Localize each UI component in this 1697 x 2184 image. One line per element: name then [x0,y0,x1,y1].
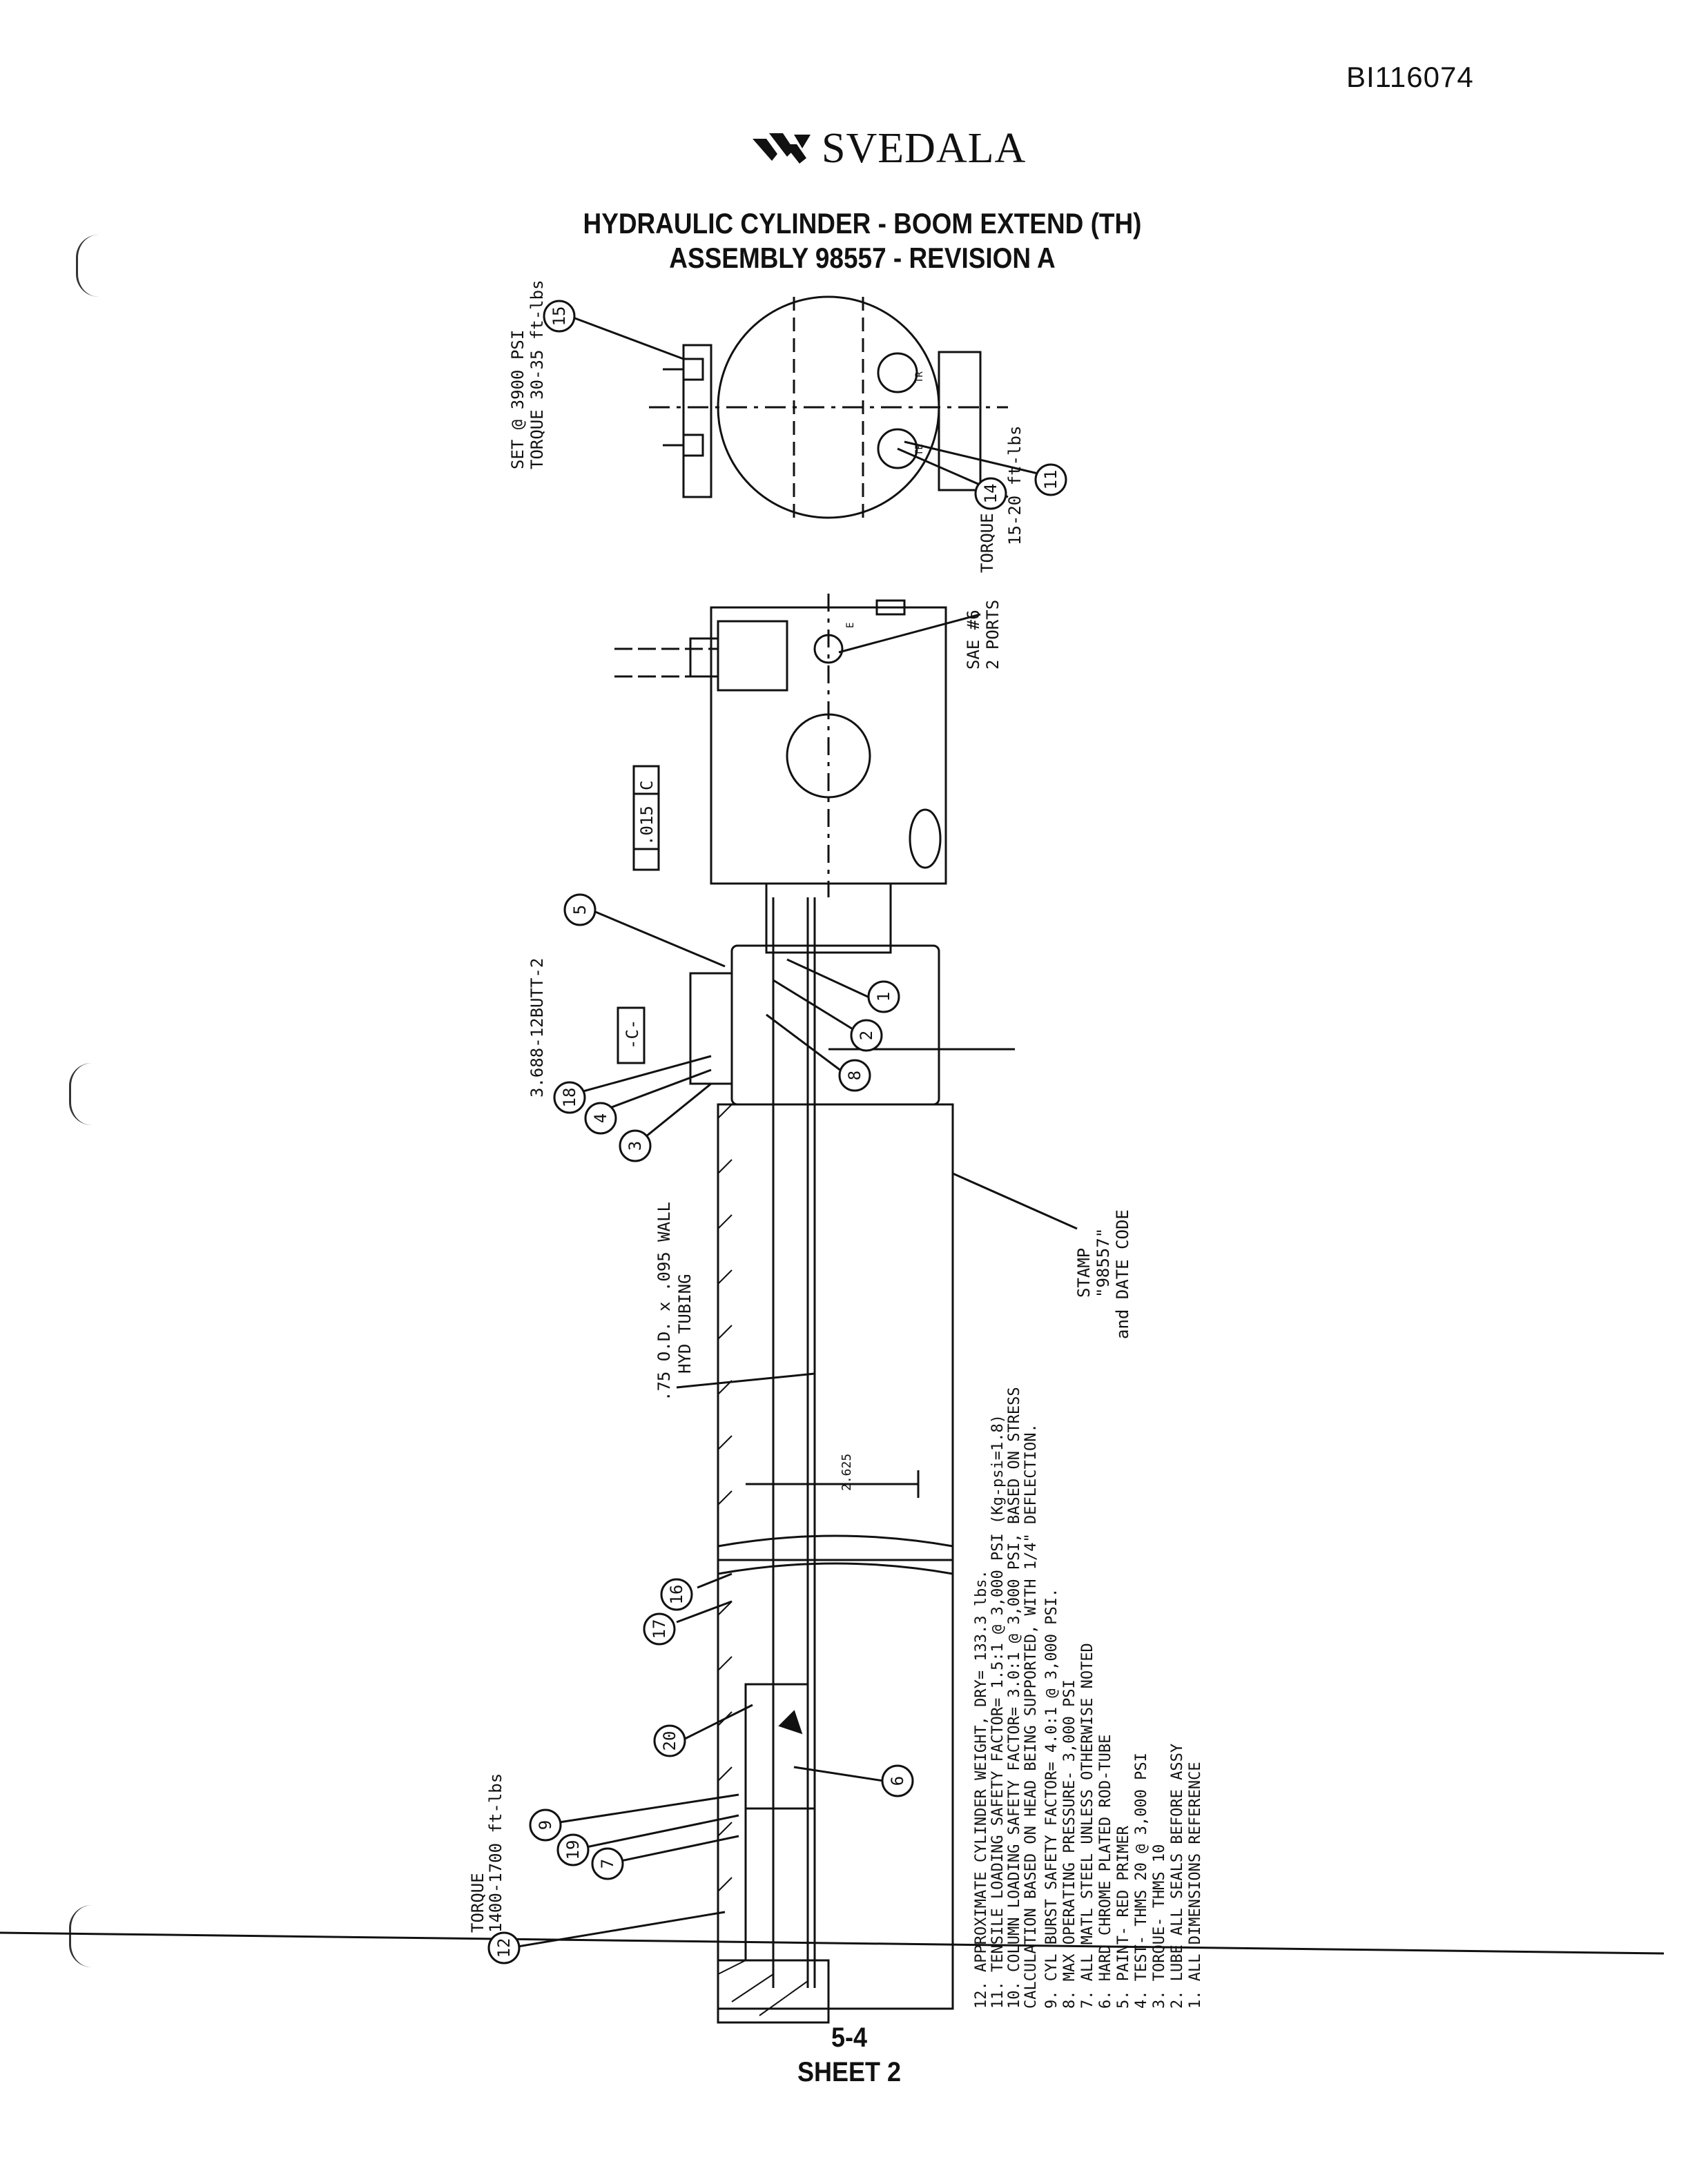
callout-2 [850,1019,883,1052]
drawing-subtitle: ASSEMBLY 98557 - REVISION A [669,242,1056,274]
piston [744,1683,809,1810]
callout-18-label: 18 [560,1088,579,1108]
port-tr-label: TR [914,371,925,383]
drawing-title: HYDRAULIC CYLINDER - BOOM EXTEND (TH) [583,207,1142,240]
datum-c-frame [617,1006,646,1064]
callout-1 [867,980,900,1013]
callout-1-label: 1 [874,992,893,1002]
end-view-lug-left [682,344,712,498]
callout-17 [643,1612,676,1646]
sae-ports-note-a: SAE #6 [964,610,983,670]
note-10: 10. COLUMN LOADING SAFETY FACTOR= 3.0:1 … [1006,1387,1023,2009]
callout-15 [543,300,576,333]
note-2: 2. LUBE ALL SEALS BEFORE ASSY [1169,1744,1186,2009]
callout-19-label: 19 [563,1840,583,1860]
callout-17-label: 17 [650,1619,669,1639]
note-6: 6. HARD CHROME PLATED ROD-TUBE [1097,1735,1114,2009]
note-7: 7. ALL MATL STEEL UNLESS OTHERWISE NOTED [1079,1643,1096,2009]
brand-name: SVEDALA [822,125,1027,172]
callout-20 [653,1724,686,1757]
cylinder-barrel-lower [717,1559,954,2010]
sae-ports-note-b: 2 PORTS [983,600,1002,670]
callout-2-label: 2 [857,1031,876,1040]
port-e-label: E [845,623,856,628]
binding-hole-mark [69,1063,92,1125]
callout-19 [556,1833,590,1866]
notes-block: 12. APPROXIMATE CYLINDER WEIGHT, DRY= 13… [973,1387,1204,2009]
tubing-note-b: HYD TUBING [675,1274,695,1374]
port-tr [877,352,918,393]
callout-16 [660,1578,693,1611]
sheet-number: SHEET 2 [797,2057,902,2087]
callout-7-label: 7 [598,1859,617,1869]
torque-14-note-a: TORQUE [978,513,997,573]
callout-4 [584,1102,617,1135]
stamp-note-b: "98557" [1094,1228,1113,1298]
callout-9-label: 9 [536,1820,555,1830]
callout-14-label: 14 [981,484,1000,504]
callout-11 [1034,463,1067,496]
note-4: 4. TEST- THMS 20 @ 3,000 PSI [1133,1753,1150,2009]
gland-nut [689,972,733,1085]
callout-3 [619,1129,652,1162]
torque-14-note-b: 15-20 ft-lbs [1005,426,1025,545]
callout-4-label: 4 [591,1113,610,1123]
stamp-note-a: STAMP [1074,1248,1094,1298]
tubing-note-a: .75 O.D. x .095 WALL [654,1202,674,1401]
callout-5-label: 5 [570,905,590,915]
tolerance-value: .015 [637,806,657,846]
note-11: 11. TENSILE LOADING SAFETY FACTOR= 1.5:1… [989,1414,1007,2009]
callout-7 [591,1847,624,1880]
callout-5 [563,893,597,926]
callout-18 [553,1081,586,1114]
port-te-label: TE [914,444,925,456]
section-hatching [717,1104,808,2016]
torque-15-note: TORQUE 30-35 ft-lbs [527,280,547,469]
note-12: 12. APPROXIMATE CYLINDER WEIGHT, DRY= 13… [973,1570,990,2009]
stamp-note-c: and DATE CODE [1113,1209,1132,1339]
note-5: 5. PAINT- RED PRIMER [1115,1825,1132,2009]
callout-12-label: 12 [494,1938,514,1958]
port-te [877,428,918,469]
callout-8 [838,1059,871,1092]
callout-3-label: 3 [626,1141,645,1151]
callout-16-label: 16 [667,1585,686,1605]
torque-12-note-a: TORQUE [468,1873,487,1933]
callout-8-label: 8 [845,1071,864,1080]
callout-11-label: 11 [1041,470,1060,490]
torque-12-note-b: 1400-1700 ft-lbs [486,1773,505,1933]
end-view-circle [717,295,940,519]
callout-9 [529,1808,562,1842]
note-3: 3. TORQUE- THMS 10 [1151,1844,1168,2009]
callout-20-label: 20 [660,1731,679,1751]
binding-hole-mark [69,1905,92,1967]
thread-spec-note: 3.688-12BUTT-2 [527,958,547,1098]
callout-15-label: 15 [550,306,569,326]
note-9: 9. CYL BURST SAFETY FACTOR= 4.0:1 @ 3,00… [1043,1588,1060,2009]
note-1: 1. ALL DIMENSIONS REFERENCE [1187,1762,1204,2009]
datum-c-label: -C- [623,1020,642,1049]
tolerance-datum: C [637,781,657,790]
dimension-label: 2.625 [840,1454,854,1491]
document-id: BI116074 [1346,61,1474,93]
page-number: 5-4 [831,2022,868,2053]
end-view-lug-right [938,351,982,491]
tolerance-frame [632,765,660,871]
svedala-chevron-icon [753,133,811,164]
callout-12 [487,1931,521,1964]
callout-6 [881,1764,914,1797]
end-cap [717,1959,830,2024]
set-pressure-note: SET @ 3900 PSI [508,330,527,469]
binding-hole-mark [76,235,99,297]
svedala-logo: SVEDALA [753,124,1026,173]
note-8: 8. MAX OPERATING PRESSURE- 3,000 PSI [1061,1679,1078,2009]
callout-6-label: 6 [888,1776,907,1786]
gland-housing [730,944,940,1106]
callout-14 [974,477,1007,510]
note-10-cont: CALCULATION BASED ON HEAD BEING SUPPORTE… [1022,1423,1040,2009]
